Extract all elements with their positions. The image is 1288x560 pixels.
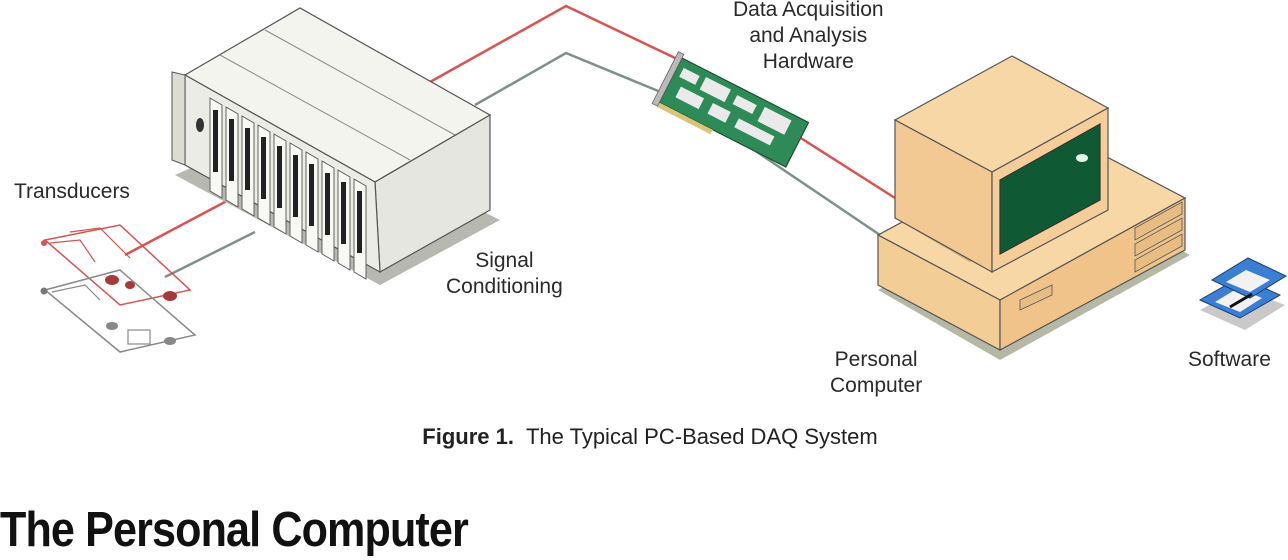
daq-chip (734, 118, 775, 146)
software-disks (1198, 257, 1288, 330)
software-label: Software (1188, 347, 1271, 373)
daq-chip (675, 86, 705, 110)
floppy-slot (1019, 284, 1053, 311)
signal-conditioning-line: Signal (475, 249, 534, 272)
floppy-disk-label (1226, 270, 1270, 292)
daq-hardware-line: and Analysis (749, 24, 868, 47)
drive-bays (1134, 201, 1183, 273)
transducer-board-red (43, 224, 192, 306)
screen-glare (1076, 154, 1088, 162)
daq-chip (707, 102, 731, 123)
personal-computer-line: Computer (830, 374, 923, 397)
figure-caption-text: The Typical PC-Based DAQ System (525, 424, 878, 449)
gray-sensor (106, 322, 118, 330)
personal-computer-line: Personal (834, 348, 918, 371)
transducer-trace (49, 239, 96, 263)
red-terminal (41, 240, 47, 246)
gray-terminal (40, 287, 48, 295)
signal-conditioning-line: Conditioning (446, 275, 563, 298)
gray-sensor (164, 337, 176, 345)
transducer-board (40, 224, 197, 353)
section-heading: The Personal Computer (0, 503, 469, 557)
daq-chip (757, 106, 792, 135)
chassis-ear (171, 71, 186, 166)
module-connectors (213, 110, 362, 253)
daq-edge-connector (657, 102, 713, 135)
figure-number: Figure 1. (422, 424, 514, 449)
transducer-trace (51, 284, 101, 301)
chassis-seam (219, 54, 411, 161)
figure-caption: Figure 1. The Typical PC-Based DAQ System (0, 424, 1288, 450)
software-label-text: Software (1188, 348, 1271, 371)
chassis-logo (196, 118, 204, 132)
red-sensor (105, 275, 119, 285)
gray-component (127, 329, 151, 345)
daq-hardware-line: Hardware (762, 50, 854, 73)
transducer-trace (69, 227, 131, 259)
red-sensor (125, 281, 135, 289)
daq-chip (732, 95, 757, 114)
personal-computer (876, 55, 1190, 360)
signal-conditioning-chassis (171, 7, 500, 285)
daq-board (651, 51, 810, 168)
daq-chip (679, 67, 700, 85)
personal-computer-label: Personal Computer (830, 347, 922, 399)
daq-bracket (651, 51, 685, 107)
ground-cable (474, 51, 881, 237)
daq-hardware-label: Data Acquisition and Analysis Hardware (733, 0, 884, 75)
daq-system-diagram (40, 4, 1288, 360)
transducers-label-text: Transducers (14, 180, 130, 203)
signal-conditioning-label: Signal Conditioning (446, 248, 563, 300)
transducer-board-gray (43, 269, 197, 353)
red-sensor (163, 291, 177, 301)
transducer-ground-wire (164, 230, 256, 279)
daq-chip (699, 76, 731, 103)
daq-hardware-line: Data Acquisition (733, 0, 884, 21)
monitor-screen (999, 122, 1101, 256)
disk-shutter (1229, 292, 1253, 309)
transducers-label: Transducers (14, 179, 130, 205)
chassis-seam (264, 29, 456, 136)
